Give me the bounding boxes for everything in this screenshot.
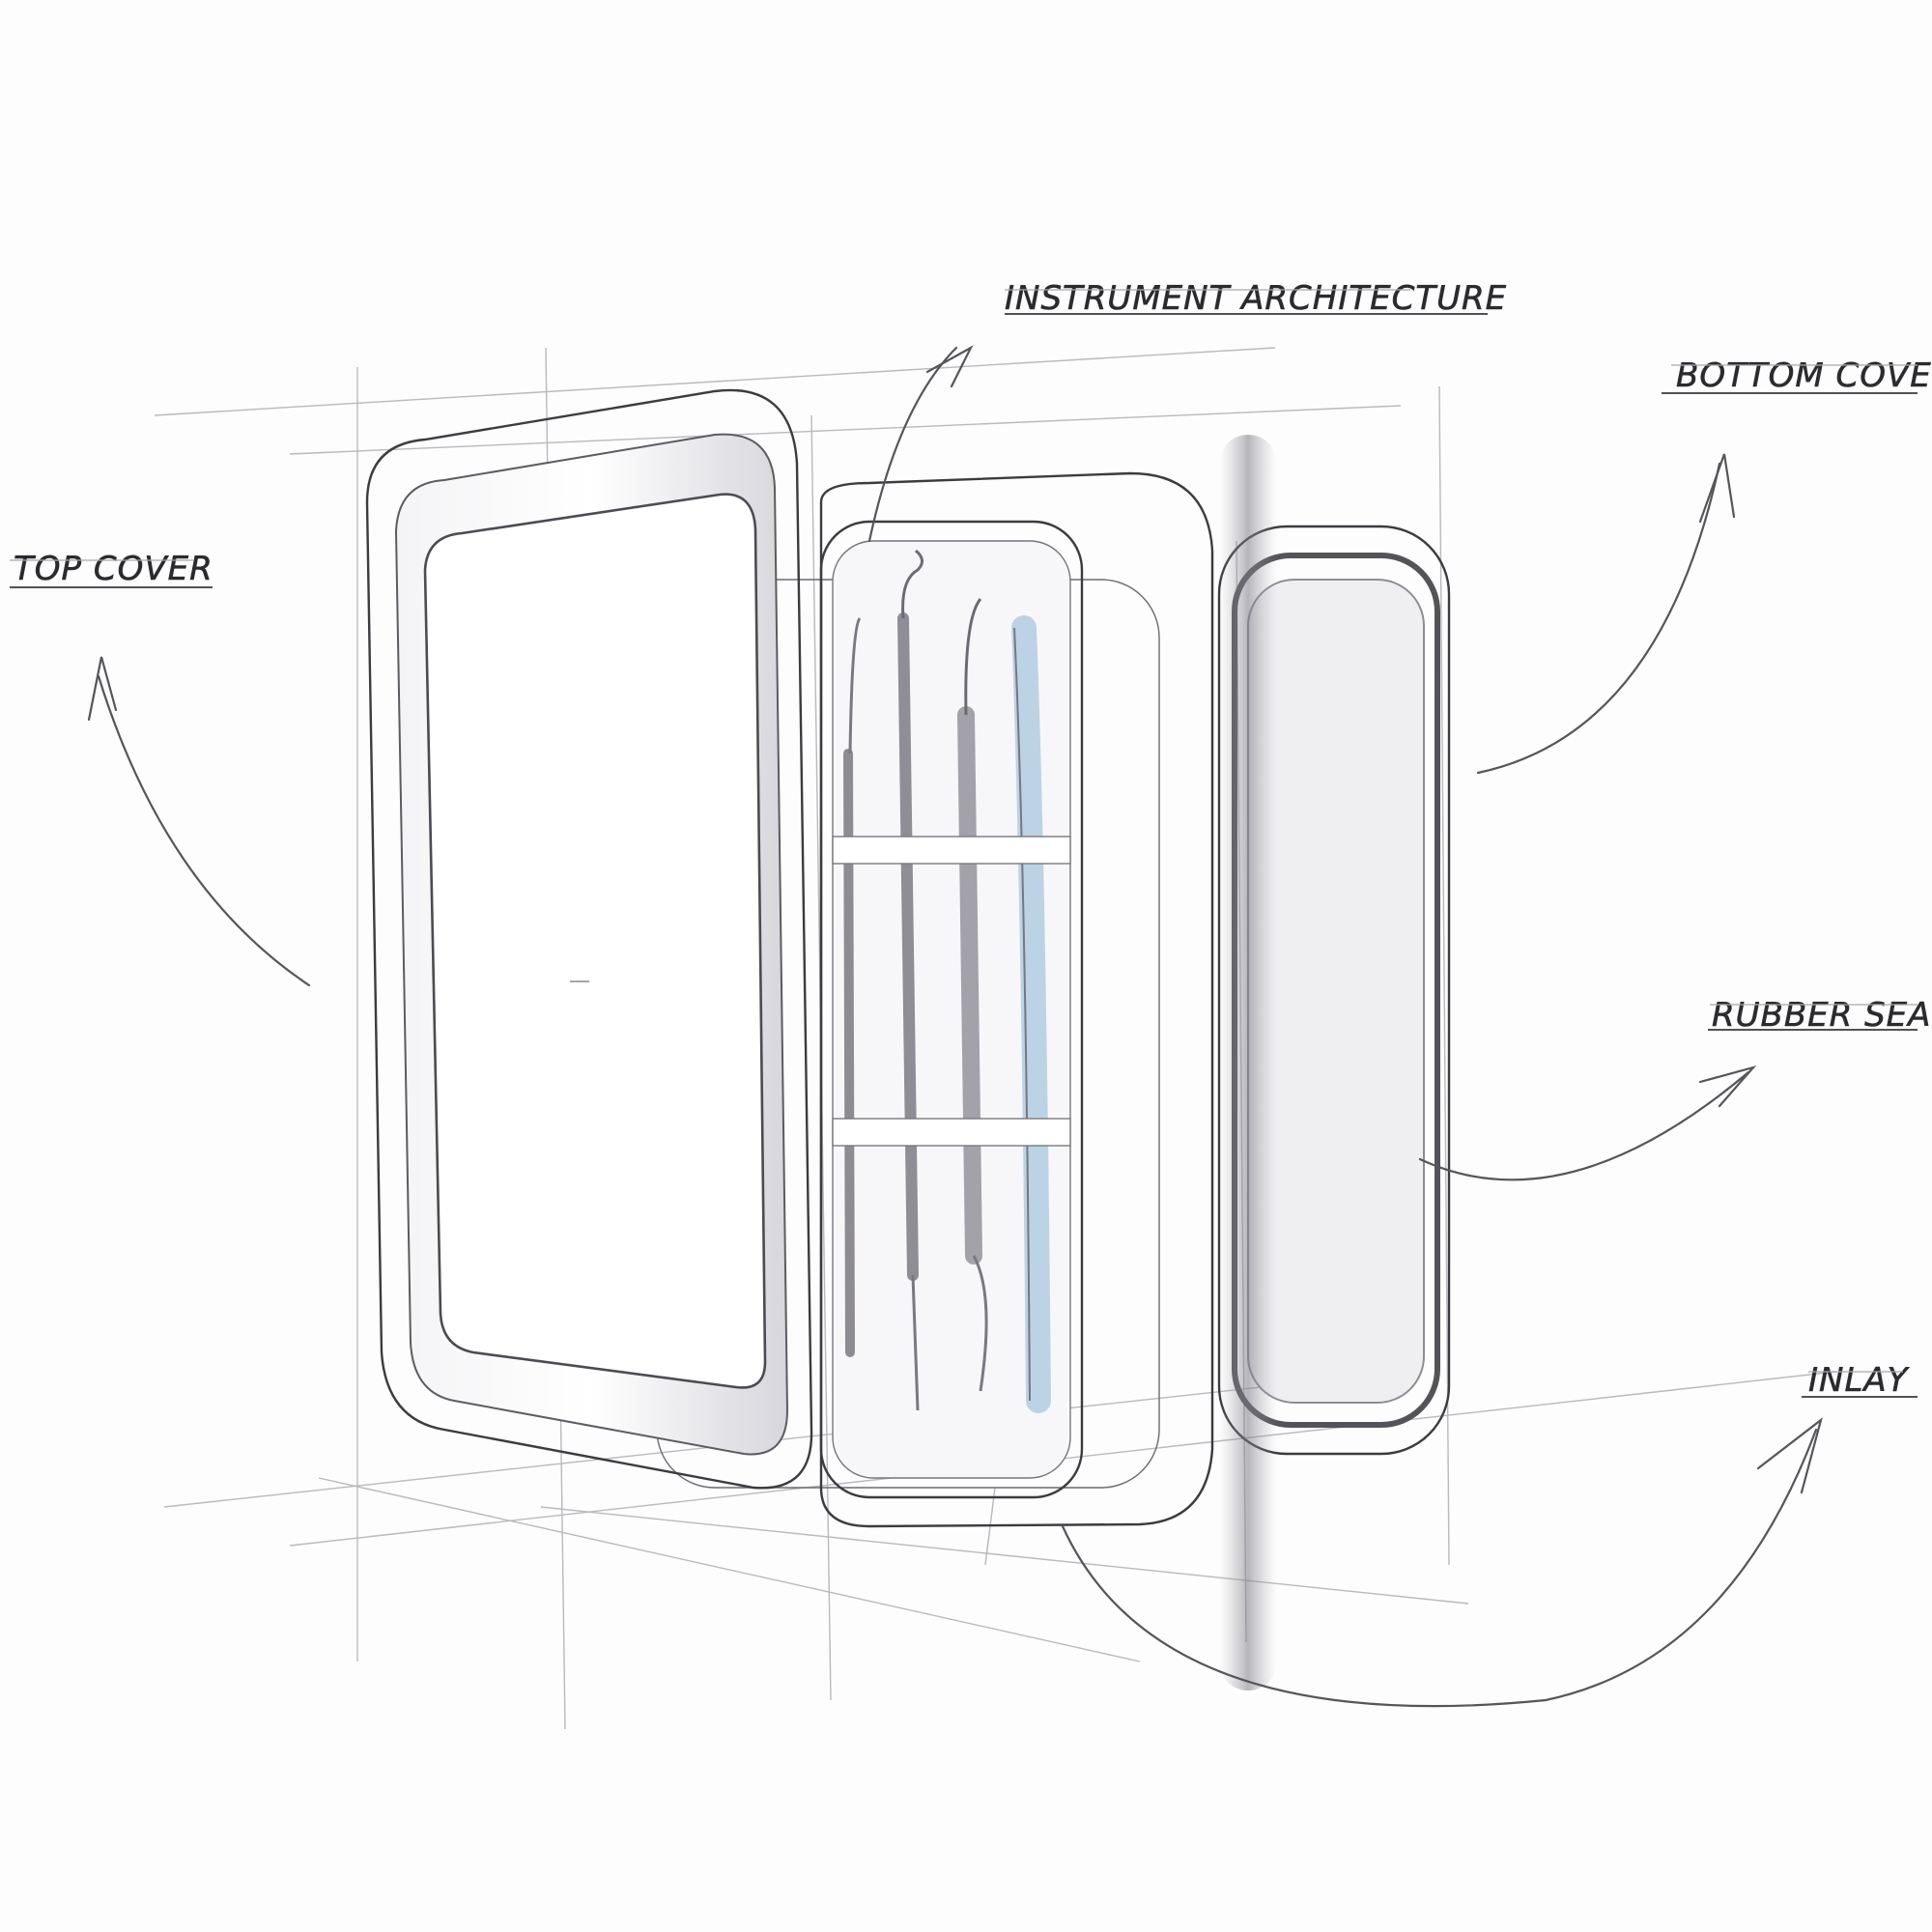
label-inlay: INLAY (1808, 1361, 1910, 1400)
callout-top-cover: TOP COVER (10, 550, 213, 588)
arrow-head-top-cover (87, 656, 118, 722)
arrow-top-cover (97, 674, 311, 987)
top-cover-frame (365, 388, 813, 1490)
label-rubber-seal: RUBBER SEAL (1712, 996, 1932, 1035)
arrow-head-instrument (925, 345, 974, 388)
callout-bottom-cover: BOTTOM COVER (1662, 356, 1932, 395)
callout-rubber-seal: RUBBER SEAL (1708, 996, 1932, 1035)
label-top-cover: TOP COVER (14, 550, 213, 588)
arrow-rubber-seal (1418, 1070, 1750, 1181)
arrow-instrument (867, 346, 958, 543)
arrow-bottom-cover (1476, 462, 1721, 775)
instrument-frame (819, 471, 1214, 1528)
callout-inlay: INLAY (1802, 1361, 1918, 1400)
label-instrument-architecture: INSTRUMENT ARCHITECTURE (1005, 279, 1507, 318)
arrow-head-bottom-cover (1698, 453, 1736, 524)
dental-instruments (843, 549, 1051, 1413)
arrow-head-rubber-seal (1698, 1065, 1757, 1108)
arrow-head-inlay (1756, 1417, 1823, 1494)
arrow-inlay (1061, 1428, 1818, 1708)
label-bottom-cover: BOTTOM COVER (1676, 356, 1932, 395)
shadow-stroke (1219, 435, 1277, 1690)
callout-instrument-architecture: INSTRUMENT ARCHITECTURE (1005, 279, 1507, 319)
callout-arrows (87, 345, 1823, 1708)
